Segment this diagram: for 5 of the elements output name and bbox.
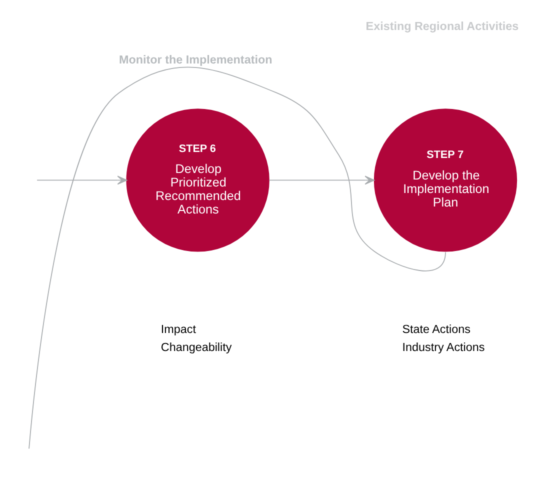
node-label: Impact <box>160 322 196 336</box>
node-label: State Actions <box>402 322 470 336</box>
edge-label: Monitor the Implementation <box>119 53 272 66</box>
node-label: Industry Actions <box>402 340 485 354</box>
node-label: Changeability <box>160 340 232 354</box>
